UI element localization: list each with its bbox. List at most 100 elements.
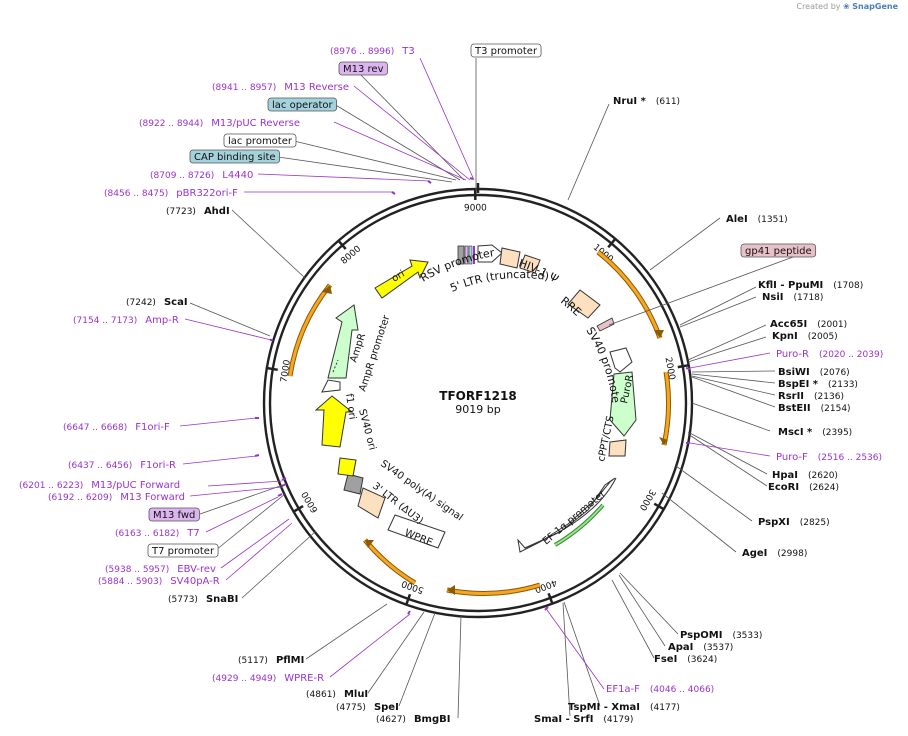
enzyme-labels-right: NruI *(611)AleI(1351)KflI - PpuMI(1708)N… <box>534 96 863 725</box>
enzyme-right-13: PspXI(2825) <box>758 517 830 528</box>
enzyme-right-5: KpnI(2005) <box>772 331 838 342</box>
orange-arcs <box>287 250 672 596</box>
orange-arc-3-fill <box>446 583 541 595</box>
primer-left-12-pos: (5884 .. 5903) <box>98 577 162 587</box>
primer-left-0: T3(8976 .. 8996) <box>330 46 415 57</box>
tick-5000 <box>404 593 412 606</box>
tick-2000 <box>677 363 690 369</box>
snapgene-credit: Created by ❀ SnapGene <box>796 2 898 11</box>
enzyme-left-1-pos: (7242) <box>126 298 156 308</box>
ori-arrow <box>374 259 429 299</box>
enzyme-left-0: AhdI(7723) <box>166 206 230 217</box>
enzyme-right-14-name: AgeI <box>742 548 767 559</box>
tick-6000 <box>292 504 304 514</box>
enzyme-right-17-pos: (3624) <box>687 655 717 665</box>
features <box>314 244 637 553</box>
sv40-promoter-arrow <box>609 347 633 373</box>
orange-arc-5 <box>287 283 332 377</box>
enzyme-right-19-pos: (4179) <box>603 715 633 725</box>
primer-left-3: L4440(8709 .. 8726) <box>150 170 253 181</box>
primer-right-0: Puro-R(2020 .. 2039) <box>776 349 883 360</box>
primer-left-4: pBR322ori-F(8456 .. 8475) <box>104 188 238 199</box>
boxed-label-text: lac promoter <box>228 136 293 147</box>
enzyme-right-7-name: BspEI * <box>778 379 819 390</box>
enzyme-left-2-pos: (5773) <box>168 595 198 605</box>
primer-right-1-pos: (2516 .. 2536) <box>818 453 882 463</box>
enzyme-right-9: BstEII(2154) <box>778 403 851 414</box>
boxed-label-frame <box>470 43 542 58</box>
primer-left-5-pos: (7154 .. 7173) <box>73 316 137 326</box>
enzyme-right-12-pos: (2624) <box>809 483 839 493</box>
enzyme-right-5-pos: (2005) <box>808 332 838 342</box>
primer-left-7-name: F1ori-R <box>140 460 176 471</box>
enzyme-left-6: BmgBI(4627) <box>376 714 450 725</box>
boxed-label-frame <box>148 507 200 522</box>
enzyme-right-7: BspEI * (2133) <box>778 379 858 390</box>
enzyme-right-4: Acc65I (2001) <box>770 319 847 330</box>
plasmid-size: 9019 bp <box>455 403 500 416</box>
primer-left-4-pos: (8456 .. 8475) <box>104 189 168 199</box>
enzyme-left-2: SnaBI (5773) <box>168 594 238 605</box>
enzyme-right-16-pos: (3537) <box>703 643 733 653</box>
wpre-box <box>387 514 446 549</box>
primer-left-13: WPRE-R(4929 .. 4949) <box>212 673 324 684</box>
primer-left-9: M13 Forward(6192 .. 6209) <box>48 492 185 503</box>
tick-7000 <box>265 366 278 372</box>
primer-left-2-pos: (8922 .. 8944) <box>139 119 203 129</box>
boxed-label-7: T7 promoter <box>147 543 219 558</box>
primer-left-1: M13 Reverse(8941 .. 8957) <box>212 82 349 93</box>
small-bars <box>457 245 475 265</box>
enzyme-left-3: PflMI(5117) <box>238 655 304 666</box>
enzyme-right-0: NruI *(611) <box>613 96 680 107</box>
enzyme-left-6-name: BmgBI <box>414 714 451 725</box>
feature-label-ef1a: EF-1α promoter <box>541 488 609 547</box>
enzyme-right-12-name: EcoRI <box>768 482 799 493</box>
primer-left-11-pos: (5938 .. 5957) <box>105 565 169 575</box>
enzyme-right-19: SmaI - SrfI(4179) <box>534 714 633 725</box>
enzyme-right-7-pos: (2133) <box>828 380 858 390</box>
enzyme-right-14: AgeI(2998) <box>742 548 807 559</box>
primer-left-0-pos: (8976 .. 8996) <box>330 47 394 57</box>
enzyme-left-2-name: SnaBI <box>206 594 238 605</box>
enzyme-right-10-pos: (2395) <box>822 428 852 438</box>
primer-left-7: F1ori-R(6437 .. 6456) <box>68 460 176 471</box>
gp41-mark <box>596 317 615 332</box>
snapgene-logo-icon: ❀ <box>843 2 850 11</box>
enzyme-left-4-name: MluI <box>344 689 368 700</box>
tick-1000 <box>607 237 617 249</box>
primer-left-10: T7(6163 .. 6182) <box>115 528 200 539</box>
tick-3000 <box>653 502 666 511</box>
enzyme-right-17-name: FseI <box>654 654 677 665</box>
enzyme-right-3: NsiI(1718) <box>762 292 823 303</box>
primer-left-2: M13/pUC Reverse(8922 .. 8944) <box>139 118 300 129</box>
enzyme-right-18-pos: (4177) <box>650 703 680 713</box>
enzyme-left-5-pos: (4775) <box>336 703 366 713</box>
ltr3-box <box>357 487 386 519</box>
enzyme-right-16-name: ApaI <box>668 642 693 653</box>
enzyme-left-0-pos: (7723) <box>166 207 196 217</box>
enzyme-right-8-pos: (2136) <box>814 392 844 402</box>
enzyme-right-11-pos: (2620) <box>808 471 838 481</box>
enzyme-left-5: SpeI(4775) <box>336 702 399 713</box>
enzyme-right-16: ApaI (3537) <box>668 642 733 653</box>
enzyme-right-2: KflI - PpuMI(1708) <box>758 280 863 291</box>
enzyme-right-1-name: AleI <box>726 214 748 225</box>
enzyme-right-18: TspMI - XmaI(4177) <box>568 702 680 713</box>
primer-left-1-name: M13 Reverse <box>284 82 349 93</box>
feature-label-amprp: AmpR promoter <box>357 313 392 393</box>
enzyme-right-4-name: Acc65I <box>770 319 807 330</box>
boxed-label-text: CAP binding site <box>194 152 276 163</box>
boxed-label-frame <box>740 243 817 258</box>
tick-label-9000: 9000 <box>464 203 487 213</box>
rre-box <box>567 289 601 319</box>
enzyme-right-4-pos: (2001) <box>817 320 847 330</box>
primer-left-11: EBV-rev(5938 .. 5957) <box>105 564 216 575</box>
sv40-pa-box <box>343 473 364 495</box>
boxed-label-text: gp41 peptide <box>745 246 812 257</box>
tick-8000 <box>336 239 347 250</box>
primer-left-12-name: SV40pA-R <box>170 576 219 587</box>
enzyme-right-0-name: NruI * <box>613 96 647 107</box>
primer-right-1-name: Puro-F <box>776 452 808 463</box>
enzyme-right-11-name: HpaI <box>772 470 798 481</box>
plasmid-name: TFORF1218 <box>439 389 516 403</box>
